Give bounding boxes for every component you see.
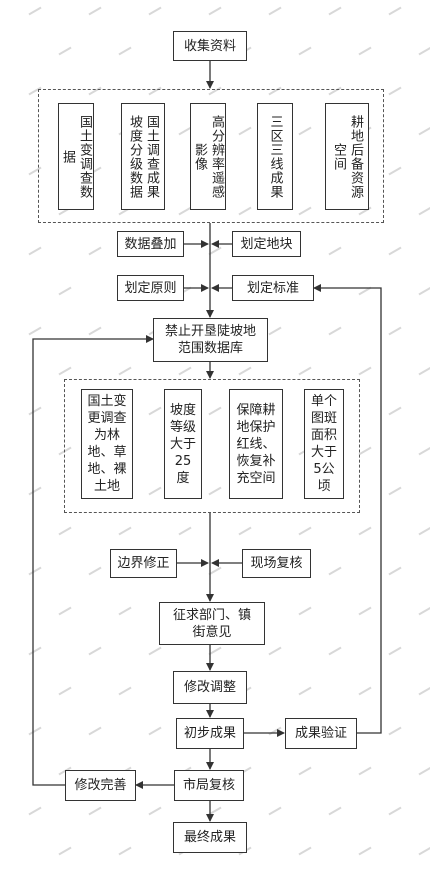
consult-box: 征求部门、镇街意见 xyxy=(159,602,265,645)
database-box: 禁止开垦陡坡地范围数据库 xyxy=(153,318,268,362)
boundary-box: 边界修正 xyxy=(110,549,177,578)
source-item-1: 国土变调查数据 xyxy=(58,103,94,210)
field-check-box: 现场复核 xyxy=(242,549,311,578)
arrow-complete-to-database xyxy=(32,335,154,786)
criteria-item-3: 保障耕地保护红线、恢复补充空间 xyxy=(229,389,283,499)
draw-plot-box: 划定地块 xyxy=(232,231,301,257)
verify-box: 成果验证 xyxy=(285,718,357,749)
collect-data-box: 收集资料 xyxy=(173,31,247,61)
criteria-item-2: 坡度等级大于25度 xyxy=(164,389,202,499)
source-item-2: 国土调查成果坡度分级数据 xyxy=(121,103,165,210)
source-data-group xyxy=(38,89,384,223)
criteria-group xyxy=(64,379,360,513)
source-item-4: 三区三线成果 xyxy=(257,103,293,210)
standard-box: 划定标准 xyxy=(232,275,314,301)
final-box: 最终成果 xyxy=(173,822,247,853)
arrow-verify-to-standard xyxy=(313,284,382,734)
overlay-box: 数据叠加 xyxy=(117,231,184,257)
source-item-3: 高分辨率遥感影像 xyxy=(190,103,226,210)
revise-complete-box: 修改完善 xyxy=(65,770,136,801)
criteria-item-1: 国土变更调查为林地、草地、裸土地 xyxy=(81,389,133,499)
preliminary-box: 初步成果 xyxy=(176,718,244,749)
revise-adjust-box: 修改调整 xyxy=(173,671,247,704)
source-item-5: 耕地后备资源空间 xyxy=(325,103,369,210)
principle-box: 划定原则 xyxy=(117,275,184,301)
criteria-item-4: 单个图斑面积大于5公顷 xyxy=(304,389,344,499)
city-review-box: 市局复核 xyxy=(174,770,244,801)
